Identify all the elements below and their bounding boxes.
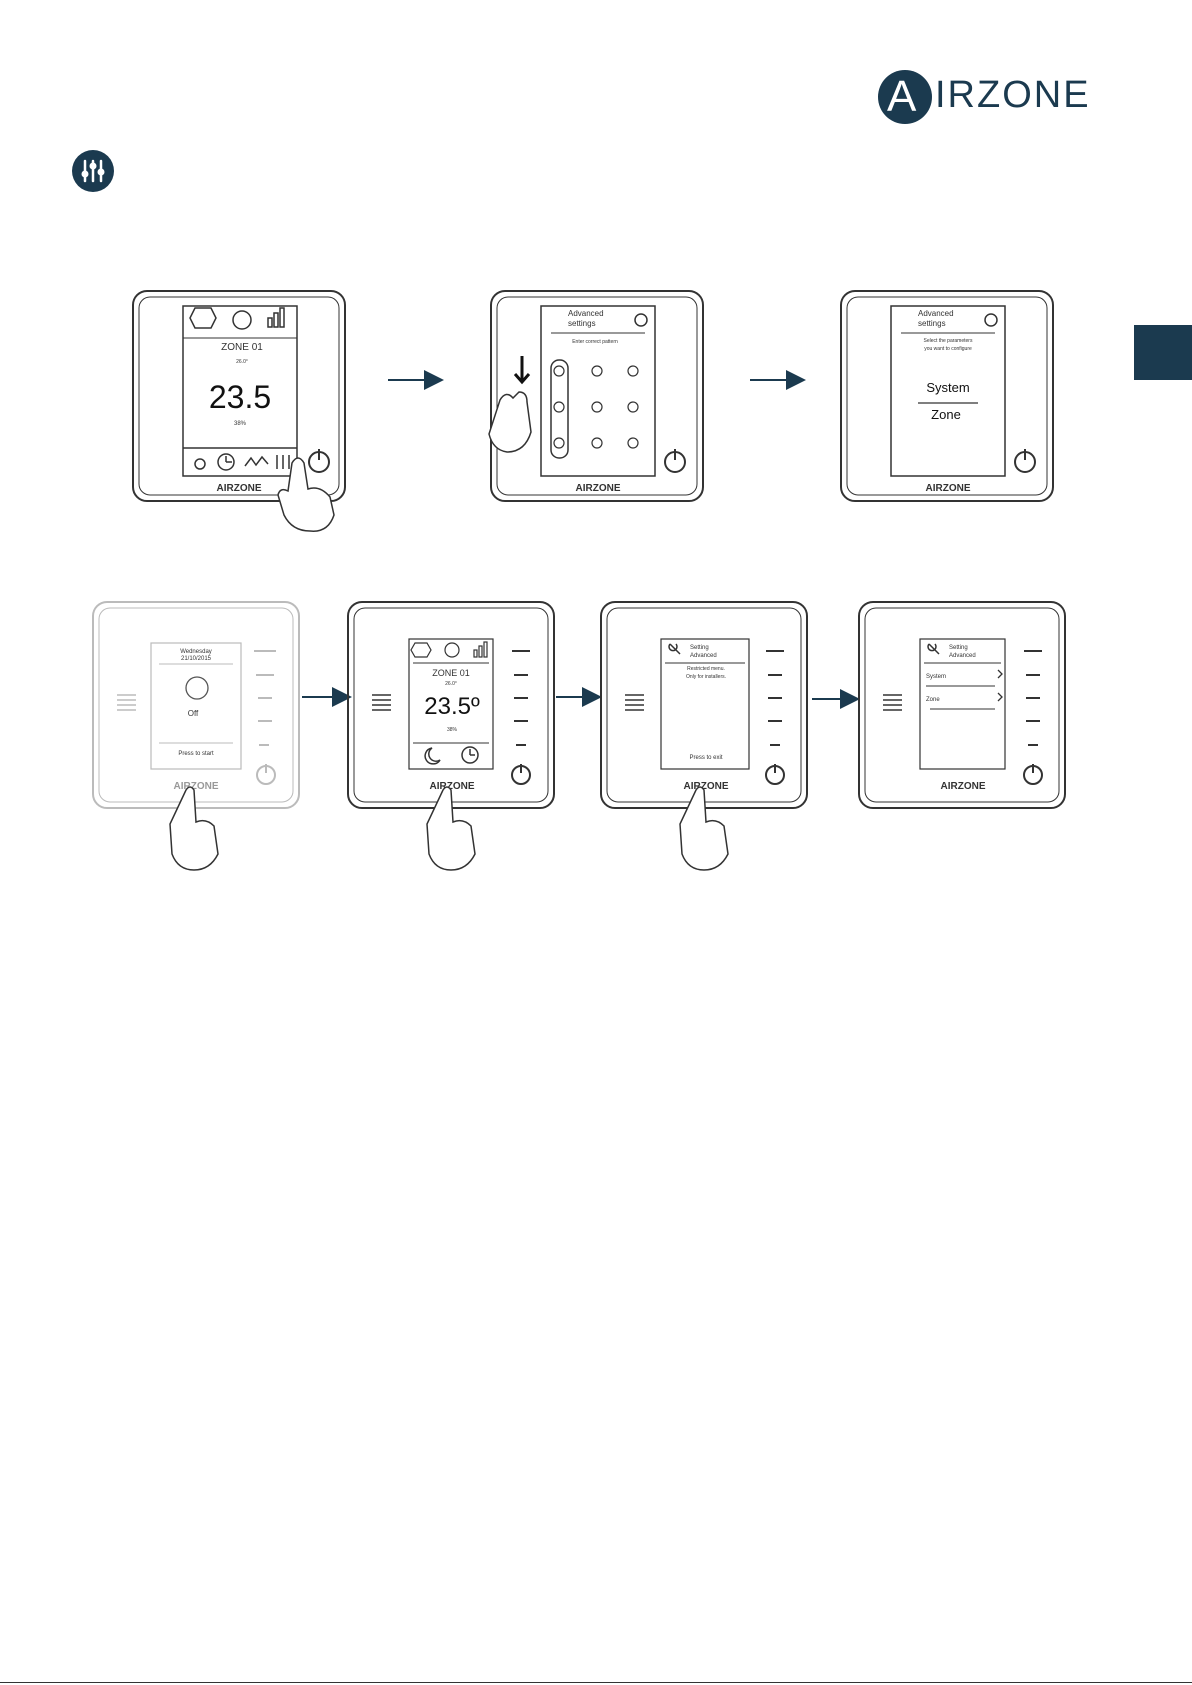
step1-top-icons [189, 307, 285, 330]
step1-humidity: 38% [234, 421, 247, 427]
alt1-date: 21/10/2015 [181, 656, 212, 662]
alt3-title-line2: Advanced [690, 653, 717, 659]
step3-brand: AIRZONE [926, 483, 971, 494]
step2-title-line2: settings [568, 319, 596, 328]
alt1-day: Wednesday [180, 649, 212, 655]
pattern-grid [550, 359, 639, 459]
settings-sliders-icon [72, 150, 114, 192]
wrench-icon [668, 643, 681, 655]
hand-tap-icon [277, 457, 335, 532]
alt4-item-system: System [926, 674, 946, 680]
step1-brand: AIRZONE [217, 483, 262, 494]
thermostat-alt1 [92, 601, 300, 809]
airzone-logo-mark [878, 70, 932, 124]
footer-rule [0, 1682, 1192, 1683]
alt3-title-line1: Setting [690, 645, 709, 651]
alt3-prompt: Press to exit [689, 755, 722, 761]
alt4-brand: AIRZONE [941, 781, 986, 792]
alt2-top-icons [410, 641, 488, 658]
eco-leaf-icon [185, 676, 209, 700]
airzone-logo-text: IRZONE [935, 74, 1091, 116]
alt3-note-line2: Only for installers. [686, 674, 726, 680]
arrow-down-icon [513, 356, 531, 385]
hand-press-icon [679, 786, 729, 871]
alt3-brand: AIRZONE [684, 781, 729, 792]
alt2-zone-name: ZONE 01 [432, 668, 470, 678]
thermostat-step3 [840, 290, 1054, 502]
alt2-setpoint: 26.0° [445, 681, 457, 687]
thermostat-step2 [490, 290, 704, 502]
step1-bottom-icons [194, 453, 290, 471]
step1-setpoint: 26.0° [236, 359, 248, 365]
airzone-logo-letter: A [887, 72, 917, 121]
alt4-item-zone: Zone [926, 697, 940, 703]
thermostat-alt4 [858, 601, 1066, 809]
alt4-title-line1: Setting [949, 645, 968, 651]
alt1-status: Off [188, 709, 199, 718]
step3-title-line1: Advanced [918, 309, 954, 318]
hand-press-icon [169, 786, 219, 871]
wrench-icon [927, 643, 940, 655]
thermostat-step1 [132, 290, 346, 502]
alt2-temperature: 23.5º [424, 693, 480, 720]
hand-press-icon [426, 786, 476, 871]
step3-instruction-line2: you want to configure [924, 346, 972, 352]
step3-option-zone: Zone [931, 407, 961, 422]
step3-option-system: System [926, 380, 969, 395]
step2-title-line1: Advanced [568, 309, 604, 318]
alt3-note-line1: Restricted menu. [687, 666, 725, 672]
alt1-prompt: Press to start [178, 751, 214, 757]
hand-swipe-icon [488, 391, 532, 453]
step3-instruction-line1: Select the parameters [924, 338, 973, 344]
alt4-title-line2: Advanced [949, 653, 976, 659]
step1-temperature: 23.5 [209, 379, 271, 415]
alt1-brand: AIRZONE [174, 781, 219, 792]
alt2-humidity: 38% [447, 727, 458, 733]
alt2-bottom-icons [424, 746, 479, 765]
step1-zone-name: ZONE 01 [221, 342, 263, 353]
step2-instruction: Enter correct pattern [572, 339, 618, 345]
chevron-right-icon [997, 669, 1003, 702]
step3-title-line2: settings [918, 319, 946, 328]
alt2-brand: AIRZONE [430, 781, 475, 792]
step2-brand: AIRZONE [576, 483, 621, 494]
section-tab [1134, 325, 1192, 380]
